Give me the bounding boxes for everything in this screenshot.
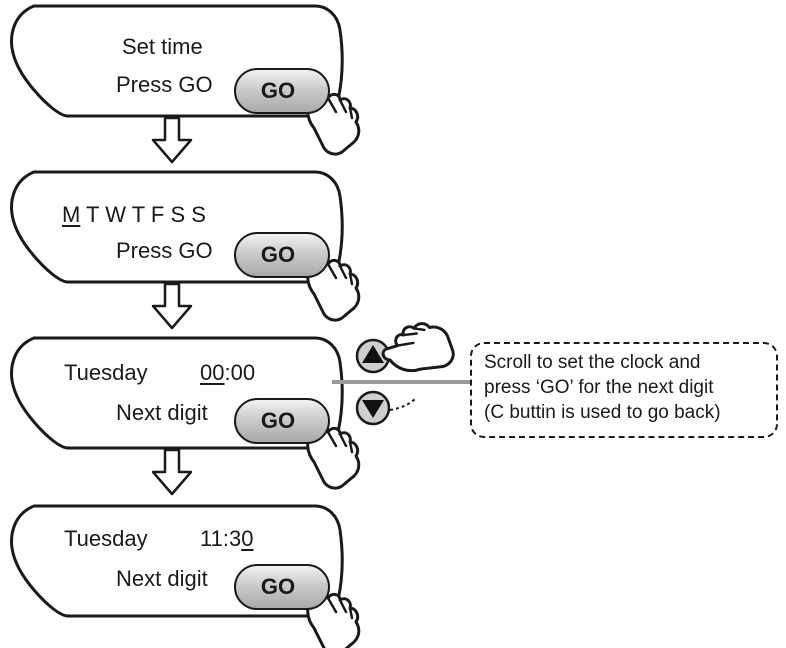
go-button[interactable]: GO: [234, 68, 330, 114]
day-letter-thursday: T: [131, 202, 145, 227]
screen-3-day: Tuesday: [64, 360, 148, 385]
callout-line-1: Scroll to set the clock and: [484, 352, 701, 373]
screen-4-day: Tuesday: [64, 526, 148, 551]
go-button[interactable]: GO: [234, 564, 330, 610]
callout-line-3: (C buttin is used to go back): [484, 402, 721, 423]
screen-1-prompt: Press GO: [116, 72, 213, 97]
day-letter-saturday: S: [170, 202, 186, 227]
callout-line-2: press ‘GO’ for the next digit: [484, 377, 714, 398]
day-letter-monday: M: [62, 202, 81, 227]
day-letter-sunday: S: [191, 202, 206, 227]
go-button[interactable]: GO: [234, 398, 330, 444]
day-letter-friday: F: [150, 202, 165, 227]
down-arrow-icon: [151, 448, 193, 496]
screen-4-time: 11:30: [200, 526, 253, 552]
time-underlined-digits: 0: [241, 526, 254, 551]
screen-3-time: 00:00: [200, 360, 255, 386]
screen-3-prompt: Next digit: [116, 400, 208, 425]
screen-1-title: Set time: [122, 34, 203, 59]
day-letter-wednesday: W: [105, 202, 126, 227]
instruction-callout: Scroll to set the clock and press ‘GO’ f…: [470, 342, 778, 438]
day-letter-tuesday: T: [86, 202, 100, 227]
hand-pointer-icon: [378, 311, 463, 386]
scroll-down-icon[interactable]: [355, 390, 391, 426]
weekday-row: M T W T F S S: [62, 202, 206, 228]
down-arrow-icon: [151, 116, 193, 164]
screen-4-prompt: Next digit: [116, 566, 208, 591]
time-underlined-digits: 00: [200, 360, 225, 385]
screen-2-prompt: Press GO: [116, 238, 213, 263]
time-rest: 11:3: [200, 526, 242, 551]
time-rest: :00: [224, 360, 256, 385]
go-button[interactable]: GO: [234, 232, 330, 278]
scroll-motion-line: [389, 397, 417, 411]
down-arrow-icon: [151, 282, 193, 330]
